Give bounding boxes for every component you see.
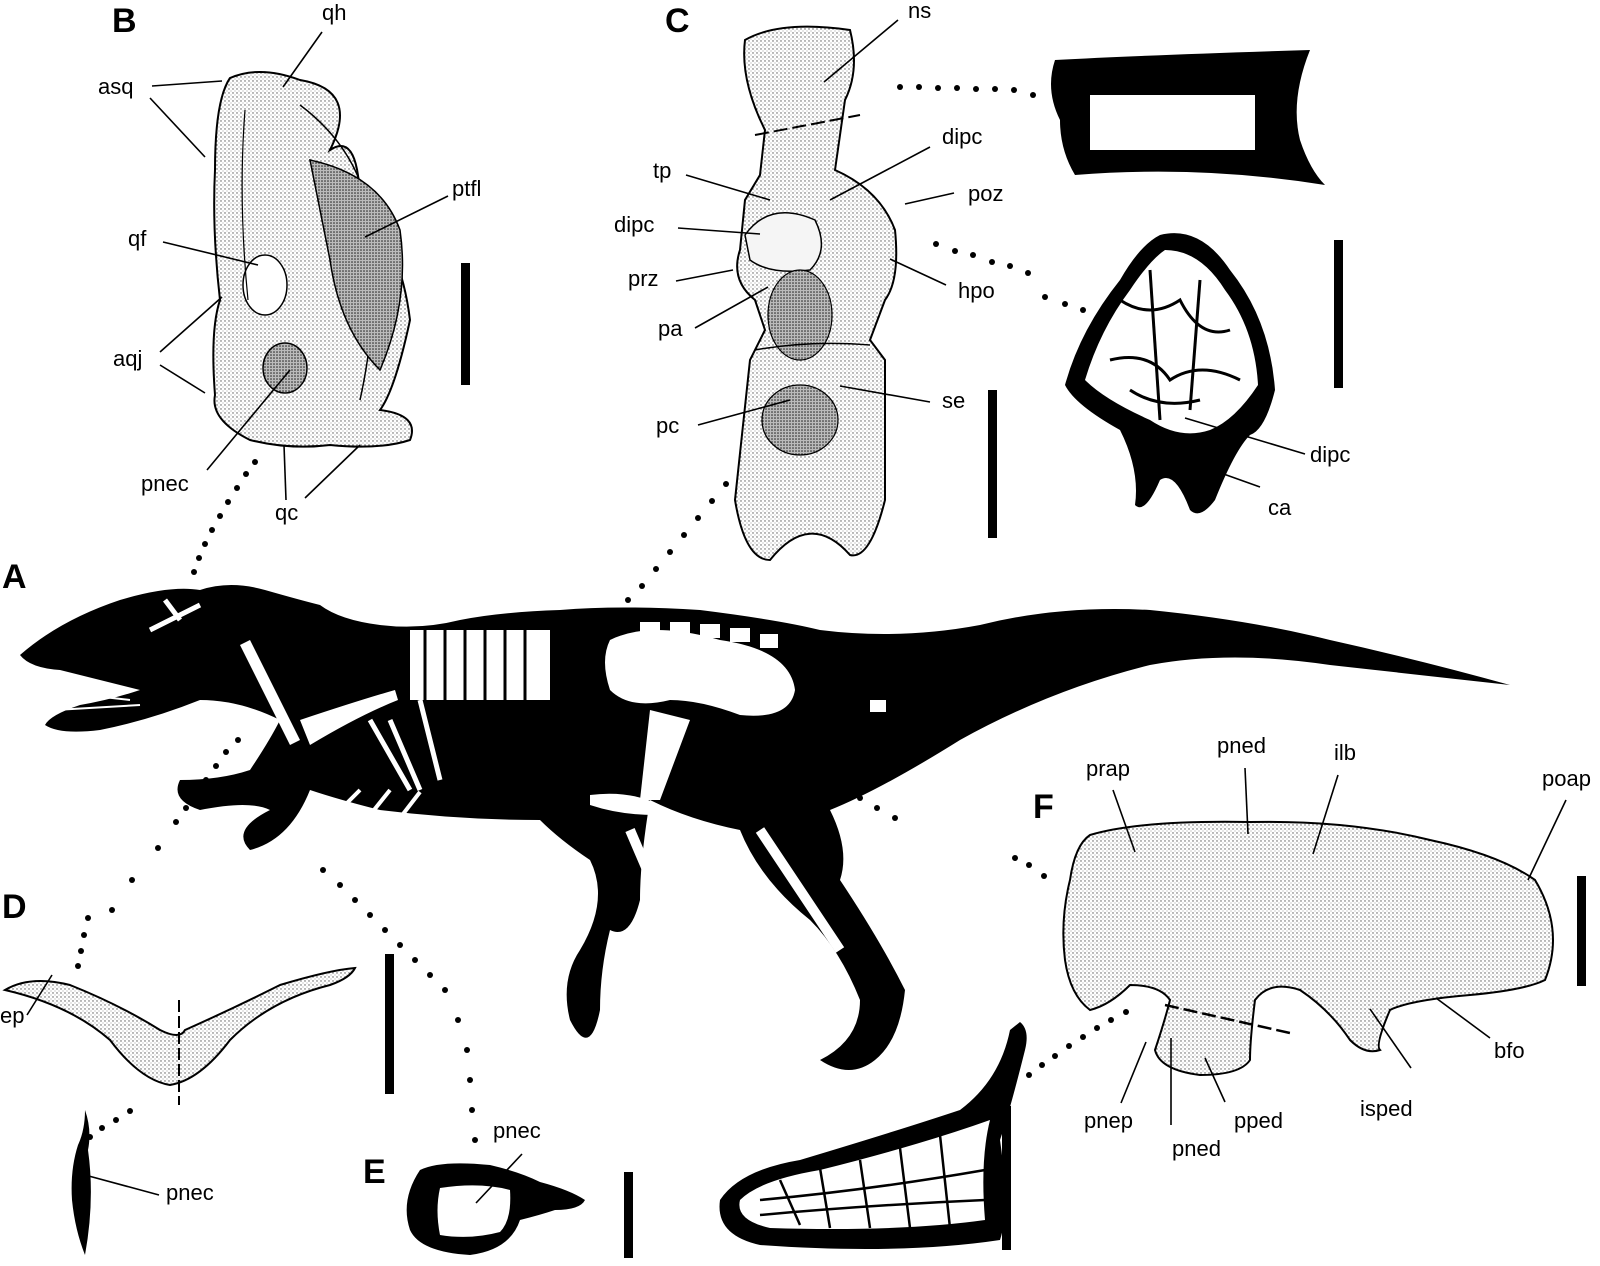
scale-bar-b bbox=[461, 263, 470, 385]
dots-f-to-a bbox=[752, 740, 1047, 879]
label-ep: ep bbox=[0, 1003, 25, 1028]
scale-bar-e bbox=[624, 1172, 633, 1258]
panel-letter-c: C bbox=[665, 2, 690, 40]
label-poap: poap bbox=[1542, 766, 1591, 791]
label-bfo: bfo bbox=[1494, 1038, 1525, 1063]
label-prap: prap bbox=[1086, 756, 1131, 781]
label-qh: qh bbox=[322, 0, 347, 25]
label-isped: isped bbox=[1360, 1096, 1413, 1121]
label-pnep: pnep bbox=[1084, 1108, 1133, 1133]
leader-lines bbox=[26, 19, 1567, 1204]
scale-bar-d bbox=[385, 954, 394, 1094]
label-pnec-d: pnec bbox=[166, 1180, 214, 1205]
label-hpo: hpo bbox=[958, 278, 995, 303]
panel-letter-b: B bbox=[112, 2, 137, 40]
label-pned-top: pned bbox=[1217, 733, 1266, 758]
label-tp: tp bbox=[653, 158, 672, 183]
dots-d-to-a bbox=[75, 737, 241, 969]
ns-cross-section bbox=[1051, 50, 1325, 185]
label-asq: asq bbox=[98, 74, 134, 99]
vertebra-cross-section bbox=[1065, 233, 1275, 514]
label-dipc-left: dipc bbox=[614, 212, 655, 237]
panel-letter-d: D bbox=[2, 888, 27, 926]
label-qf: qf bbox=[128, 226, 147, 251]
label-ptfl: ptfl bbox=[452, 176, 482, 201]
label-ca: ca bbox=[1268, 495, 1292, 520]
dotted-connectors bbox=[75, 84, 1129, 1143]
ilium-drawing bbox=[1062, 820, 1554, 1077]
dots-ns-section bbox=[897, 84, 1036, 98]
rib-cross-section bbox=[406, 1163, 585, 1255]
label-qc: qc bbox=[275, 500, 299, 525]
dots-c-to-a bbox=[625, 481, 729, 603]
panel-letter-e: E bbox=[363, 1153, 386, 1191]
dots-e-to-a bbox=[320, 867, 478, 1143]
label-pnec-b: pnec bbox=[141, 471, 189, 496]
label-dipc-section: dipc bbox=[1310, 442, 1351, 467]
scale-bar-c-sections bbox=[1334, 240, 1343, 388]
dots-b-to-a bbox=[191, 459, 258, 575]
skeletal-silhouette bbox=[20, 585, 1510, 1070]
label-pa: pa bbox=[658, 316, 683, 341]
label-pc: pc bbox=[656, 413, 680, 438]
dots-d-section bbox=[87, 1108, 133, 1140]
panel-letter-f: F bbox=[1033, 788, 1054, 826]
label-pnec-e: pnec bbox=[493, 1118, 541, 1143]
label-se: se bbox=[942, 388, 966, 413]
label-poz: poz bbox=[968, 181, 1004, 206]
ilium-cross-section bbox=[719, 1022, 1027, 1249]
label-pped: pped bbox=[1234, 1108, 1283, 1133]
label-prz: prz bbox=[628, 266, 659, 291]
label-aqj: aqj bbox=[113, 346, 143, 371]
scale-bar-c bbox=[988, 390, 997, 538]
label-dipc-upper: dipc bbox=[942, 124, 983, 149]
label-ilb: ilb bbox=[1334, 740, 1357, 765]
dots-f-section bbox=[1026, 1009, 1129, 1078]
panel-letter-a: A bbox=[2, 558, 27, 596]
label-ns: ns bbox=[908, 0, 932, 23]
dots-centrum-section bbox=[933, 241, 1086, 313]
scale-bar-f bbox=[1577, 876, 1586, 986]
scale-bar-e-section bbox=[1002, 1106, 1011, 1250]
bone-d-drawing bbox=[2, 966, 357, 1255]
vertebra-drawing bbox=[733, 25, 898, 562]
quadrate-drawing bbox=[212, 70, 413, 448]
label-pned-bottom: pned bbox=[1172, 1136, 1221, 1161]
